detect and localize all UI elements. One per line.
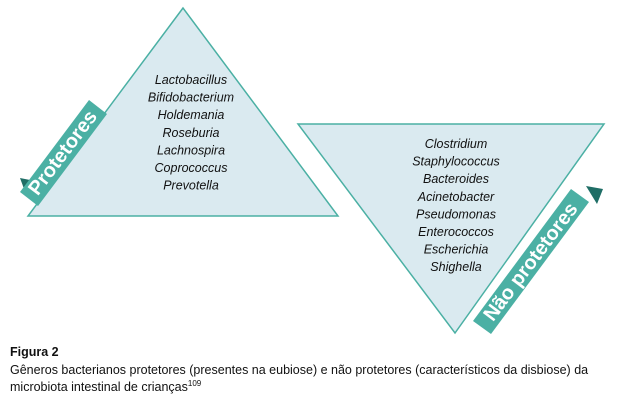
- protective-genera-list: LactobacillusBifidobacteriumHoldemaniaRo…: [148, 73, 234, 193]
- genus-enterococcos: Enterococcos: [418, 225, 494, 239]
- genus-prevotella: Prevotella: [163, 179, 219, 193]
- genus-roseburia: Roseburia: [163, 126, 220, 140]
- genus-lachnospira: Lachnospira: [157, 143, 225, 157]
- non-protective-triangle-group: Não protetores ClostridiumStaphylococcus…: [296, 123, 606, 335]
- bacterial-genera-diagram: Protetores LactobacillusBifidobacteriumH…: [20, 6, 606, 335]
- non-protective-ribbon-shadow: [586, 186, 603, 204]
- genus-staphylococcus: Staphylococcus: [412, 155, 500, 169]
- protective-ribbon: [20, 100, 107, 206]
- genus-escherichia: Escherichia: [424, 243, 489, 257]
- caption-text-block: Gêneros bacterianos protetores (presente…: [10, 362, 630, 396]
- caption-text: Gêneros bacterianos protetores (presente…: [10, 363, 589, 394]
- protective-triangle-group: Protetores LactobacillusBifidobacteriumH…: [20, 6, 340, 217]
- protective-triangle: [26, 6, 340, 217]
- genus-clostridium: Clostridium: [425, 137, 488, 151]
- genus-coprococcus: Coprococcus: [155, 161, 228, 175]
- figure-label: Figura 2: [10, 345, 59, 359]
- genus-acinetobacter: Acinetobacter: [417, 190, 495, 204]
- non-protective-genera-list: ClostridiumStaphylococcusBacteroidesAcin…: [412, 137, 500, 274]
- genus-shighella: Shighella: [430, 260, 481, 274]
- genus-bacteroides: Bacteroides: [423, 172, 489, 186]
- genus-lactobacillus: Lactobacillus: [155, 73, 227, 87]
- genus-holdemania: Holdemania: [158, 108, 225, 122]
- caption-reference: 109: [187, 378, 202, 388]
- figure-caption: Figura 2 Gêneros bacterianos protetores …: [10, 344, 630, 396]
- non-protective-ribbon: [473, 189, 589, 334]
- genus-bifidobacterium: Bifidobacterium: [148, 91, 234, 105]
- non-protective-triangle: [296, 123, 606, 335]
- genus-pseudomonas: Pseudomonas: [416, 207, 496, 221]
